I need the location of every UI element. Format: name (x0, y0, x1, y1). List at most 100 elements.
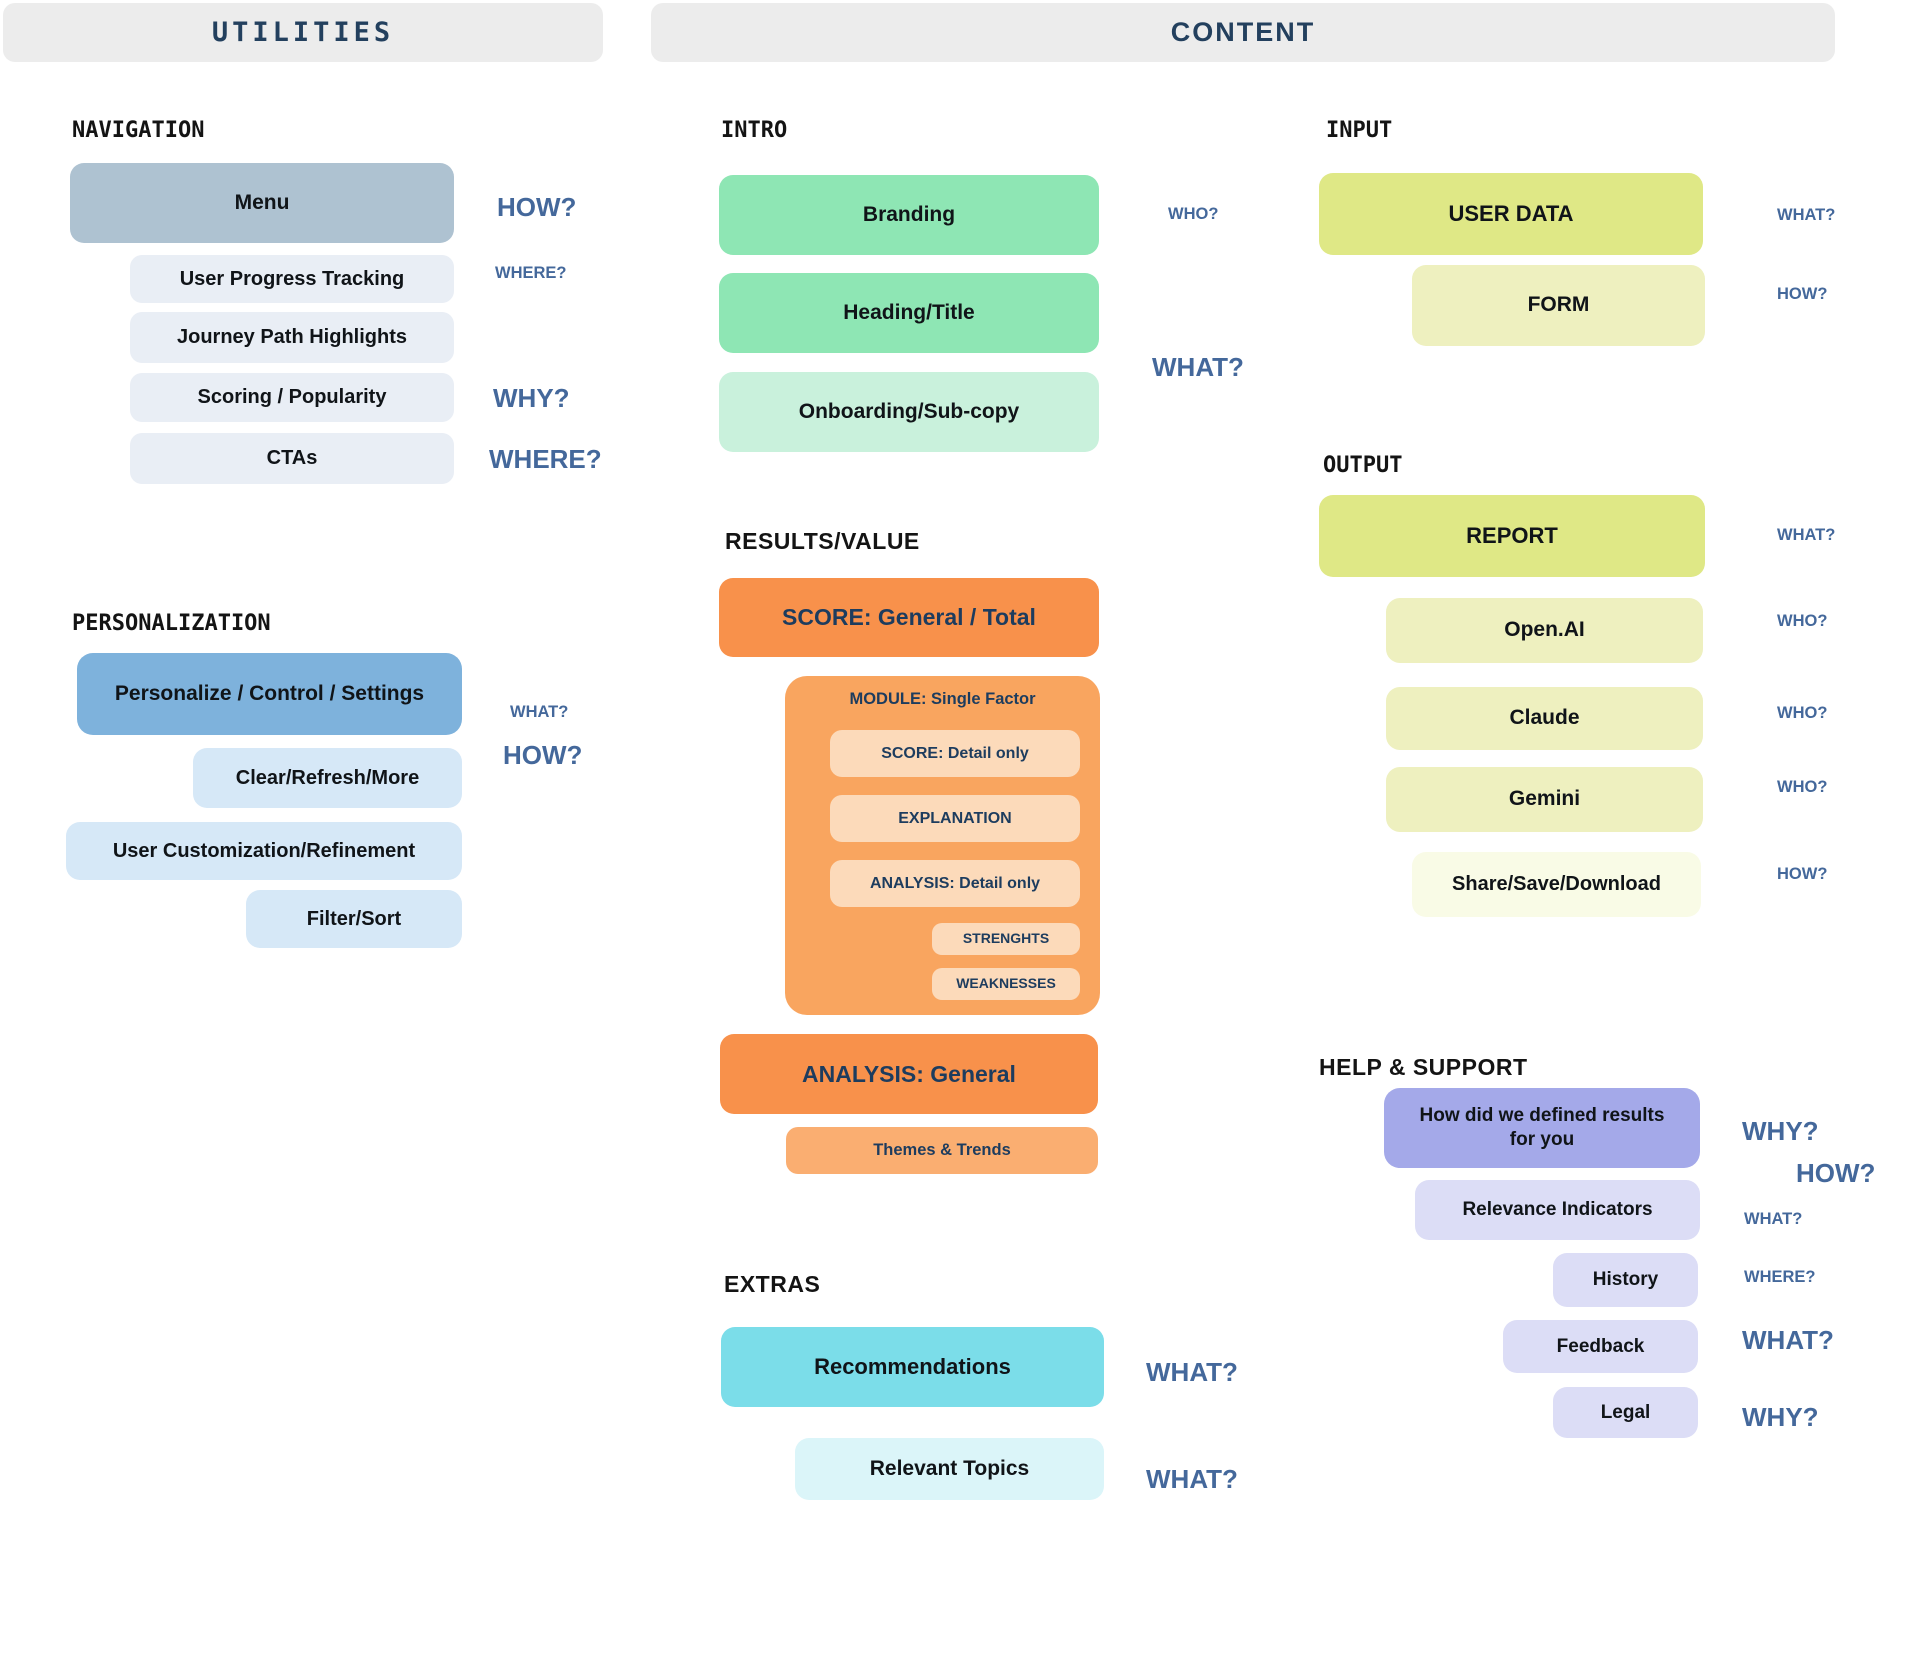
intro-section-label: INTRO (721, 118, 788, 143)
content-title: CONTENT (1170, 17, 1316, 47)
node-branding: Branding (719, 175, 1099, 255)
annotation-how-help: HOW? (1796, 1158, 1876, 1188)
node-feedback-label: Feedback (1556, 1335, 1645, 1357)
node-ctas: CTAs (130, 433, 454, 484)
annotation-what-relevance: WHAT? (1744, 1210, 1803, 1228)
node-clear-refresh-more: Clear/Refresh/More (193, 748, 462, 808)
node-openai-label: Open.AI (1504, 618, 1585, 642)
annotation-how-menu: HOW? (497, 192, 577, 222)
node-score-detail: SCORE: Detail only (830, 730, 1080, 777)
node-explanation-label: EXPLANATION (898, 809, 1012, 827)
node-themes-trends: Themes & Trends (786, 1127, 1098, 1174)
results-section-label: RESULTS/VALUE (725, 528, 920, 554)
node-scoring-label: Scoring / Popularity (197, 386, 387, 408)
node-claude-label: Claude (1509, 706, 1580, 730)
node-how-did-we-defined-label: How did we defined results for you (1419, 1105, 1665, 1150)
node-module-label: MODULE: Single Factor (849, 690, 1036, 708)
node-user-data: USER DATA (1319, 173, 1703, 255)
node-analysis-detail: ANALYSIS: Detail only (830, 860, 1080, 907)
node-history-label: History (1592, 1269, 1659, 1291)
node-report: REPORT (1319, 495, 1705, 577)
node-analysis-detail-label: ANALYSIS: Detail only (869, 874, 1041, 892)
node-score-general-label: SCORE: General / Total (782, 604, 1036, 631)
node-themes-label: Themes & Trends (873, 1141, 1011, 1160)
output-section-label: OUTPUT (1323, 453, 1403, 478)
annotation-who-openai: WHO? (1777, 612, 1828, 630)
node-heading-title: Heading/Title (719, 273, 1099, 353)
node-weaknesses: WEAKNESSES (932, 968, 1080, 1000)
node-personalize-label: Personalize / Control / Settings (114, 681, 425, 705)
node-relevance-indicators: Relevance Indicators (1415, 1180, 1700, 1240)
node-menu-label: Menu (234, 190, 290, 214)
node-score-general: SCORE: General / Total (719, 578, 1099, 657)
node-score-detail-label: SCORE: Detail only (881, 744, 1029, 762)
node-how-did-we-defined: How did we defined results for you (1384, 1088, 1700, 1168)
annotation-what-relevant-topics: WHAT? (1146, 1464, 1238, 1494)
node-history: History (1553, 1253, 1698, 1307)
node-report-label: REPORT (1466, 523, 1558, 549)
node-user-data-label: USER DATA (1448, 201, 1574, 227)
extras-section-label: EXTRAS (724, 1271, 821, 1297)
content-header-bar: CONTENT (651, 3, 1835, 62)
node-relevance-label: Relevance Indicators (1462, 1199, 1653, 1221)
input-section-label: INPUT (1326, 118, 1393, 143)
node-analysis-general-label: ANALYSIS: General (802, 1060, 1016, 1087)
node-user-progress-tracking: User Progress Tracking (130, 255, 454, 303)
help-section-label: HELP & SUPPORT (1319, 1054, 1528, 1080)
node-share-save-download: Share/Save/Download (1412, 852, 1701, 917)
annotation-who-claude: WHO? (1777, 704, 1828, 722)
node-form-label: FORM (1527, 293, 1590, 317)
annotation-what-recommendations: WHAT? (1146, 1357, 1238, 1387)
annotation-what-intro: WHAT? (1152, 352, 1244, 382)
node-gemini-label: Gemini (1508, 787, 1581, 811)
node-heading-label: Heading/Title (843, 300, 975, 324)
utilities-title: UTILITIES (211, 17, 395, 48)
node-customization-label: User Customization/Refinement (112, 839, 416, 862)
node-branding-label: Branding (862, 202, 956, 226)
node-relevant-topics-label: Relevant Topics (869, 1456, 1030, 1480)
annotation-what-feedback: WHAT? (1742, 1325, 1834, 1355)
node-openai: Open.AI (1386, 598, 1703, 663)
node-menu: Menu (70, 163, 454, 243)
node-module-single-factor (785, 676, 1100, 1015)
node-legal-label: Legal (1600, 1401, 1651, 1423)
node-user-progress-label: User Progress Tracking (179, 267, 405, 290)
node-form: FORM (1412, 265, 1705, 346)
node-explanation: EXPLANATION (830, 795, 1080, 842)
node-filter-label: Filter/Sort (306, 907, 402, 930)
annotation-how-share: HOW? (1777, 865, 1828, 883)
node-filter-sort: Filter/Sort (246, 890, 462, 948)
annotation-how-form: HOW? (1777, 285, 1828, 303)
node-onboarding-label: Onboarding/Sub-copy (798, 399, 1020, 423)
annotation-who-gemini: WHO? (1777, 778, 1828, 796)
annotation-why-scoring: WHY? (493, 383, 570, 413)
node-journey-path-highlights: Journey Path Highlights (130, 312, 454, 363)
node-weaknesses-label: WEAKNESSES (956, 975, 1056, 992)
node-gemini: Gemini (1386, 767, 1703, 832)
annotation-what-personalize: WHAT? (510, 703, 569, 721)
node-strenghts: STRENGHTS (932, 923, 1080, 955)
node-personalize-control-settings: Personalize / Control / Settings (77, 653, 462, 735)
node-feedback: Feedback (1503, 1320, 1698, 1373)
node-share-label: Share/Save/Download (1452, 873, 1661, 895)
annotation-what-report: WHAT? (1777, 526, 1836, 544)
node-journey-label: Journey Path Highlights (176, 326, 408, 348)
annotation-where-user-progress: WHERE? (495, 264, 567, 282)
personalization-section-label: PERSONALIZATION (72, 611, 271, 636)
annotation-how-personalize: HOW? (503, 740, 583, 770)
annotation-what-user-data: WHAT? (1777, 206, 1836, 224)
navigation-section-label: NAVIGATION (72, 118, 205, 143)
node-user-customization: User Customization/Refinement (66, 822, 462, 880)
node-onboarding-subcopy: Onboarding/Sub-copy (719, 372, 1099, 452)
node-clear-label: Clear/Refresh/More (235, 766, 420, 789)
annotation-where-ctas: WHERE? (489, 444, 602, 474)
node-claude: Claude (1386, 687, 1703, 750)
annotation-where-history: WHERE? (1744, 1268, 1816, 1286)
node-legal: Legal (1553, 1387, 1698, 1438)
node-strenghts-label: STRENGHTS (962, 930, 1050, 947)
node-ctas-label: CTAs (266, 447, 318, 469)
node-analysis-general: ANALYSIS: General (720, 1034, 1098, 1114)
utilities-header-bar: UTILITIES (3, 3, 603, 62)
node-relevant-topics: Relevant Topics (795, 1438, 1104, 1500)
